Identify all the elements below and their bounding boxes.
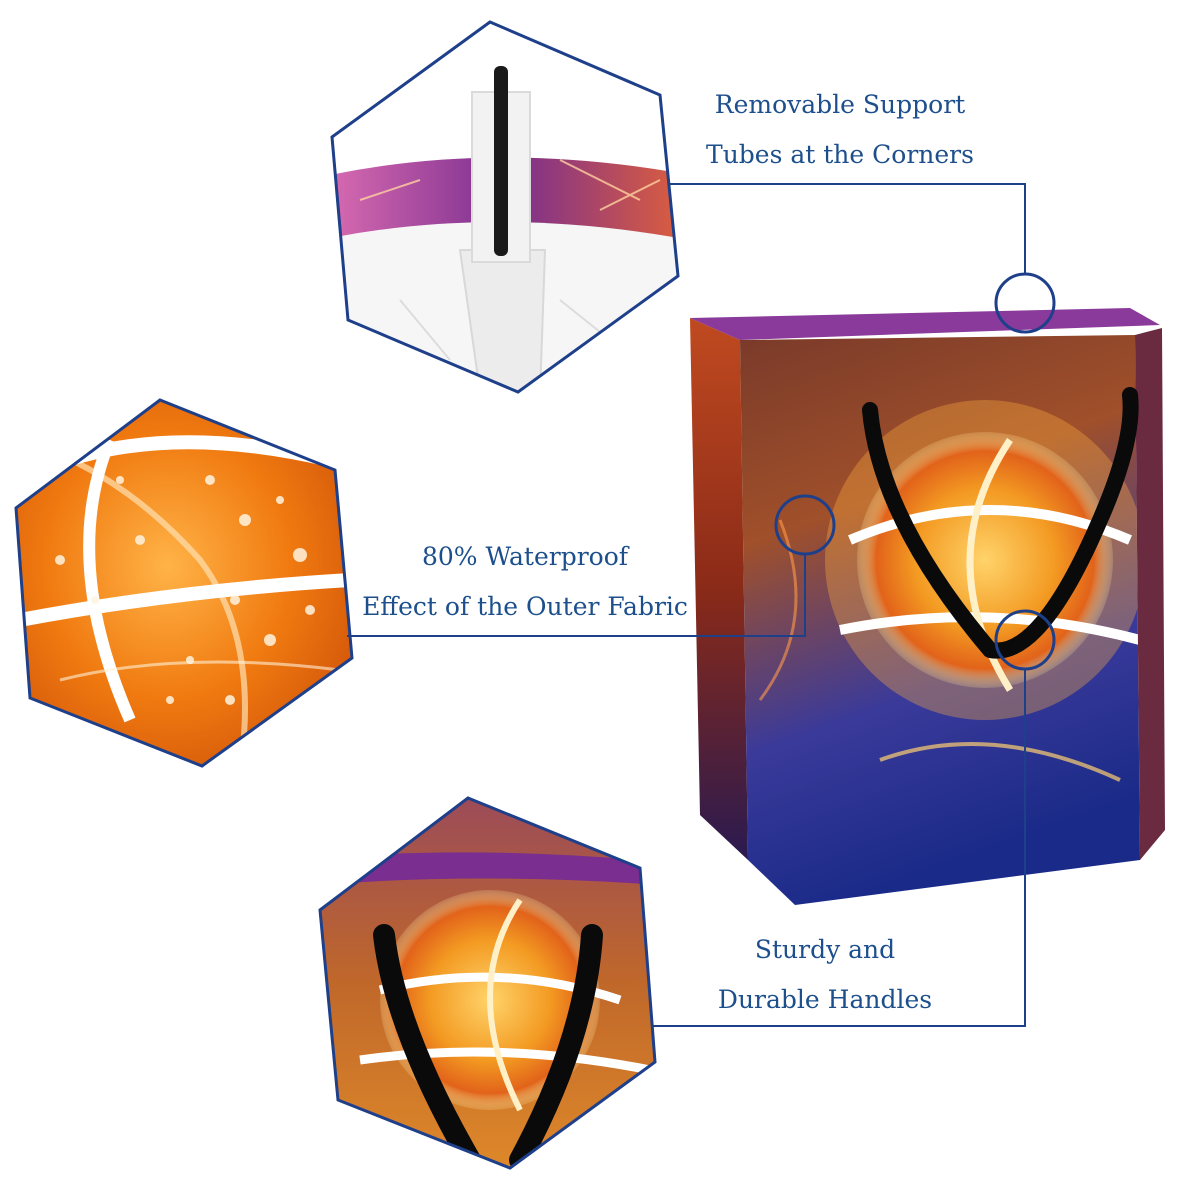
connector-support-tubes: [668, 183, 1026, 274]
laundry-basket-product: [690, 308, 1165, 905]
hexagon-waterproof-fabric-detail: [14, 398, 354, 768]
callout-handles-line2: Durable Handles: [717, 985, 933, 1014]
callout-connectors: [347, 183, 1056, 1027]
callout-support-tubes: Removable Support Tubes at the Corners: [680, 80, 1000, 180]
connector-handles: [653, 670, 1026, 1027]
callout-support-tubes-line1: Removable Support: [714, 90, 966, 119]
callout-support-tubes-line2: Tubes at the Corners: [706, 140, 974, 169]
connector-ring-waterproof: [774, 494, 836, 556]
hexagon-handle-detail: [318, 796, 657, 1170]
connector-waterproof: [347, 555, 806, 637]
connector-ring-support-tubes: [994, 272, 1056, 334]
callout-waterproof: 80% Waterproof Effect of the Outer Fabri…: [355, 532, 695, 632]
callout-handles-line1: Sturdy and: [754, 935, 896, 964]
callout-waterproof-line1: 80% Waterproof: [421, 542, 629, 571]
hexagon-support-tube-detail: [330, 20, 680, 394]
callout-handles: Sturdy and Durable Handles: [690, 925, 960, 1025]
connector-ring-handles: [994, 609, 1056, 671]
callout-waterproof-line2: Effect of the Outer Fabric: [362, 592, 688, 621]
